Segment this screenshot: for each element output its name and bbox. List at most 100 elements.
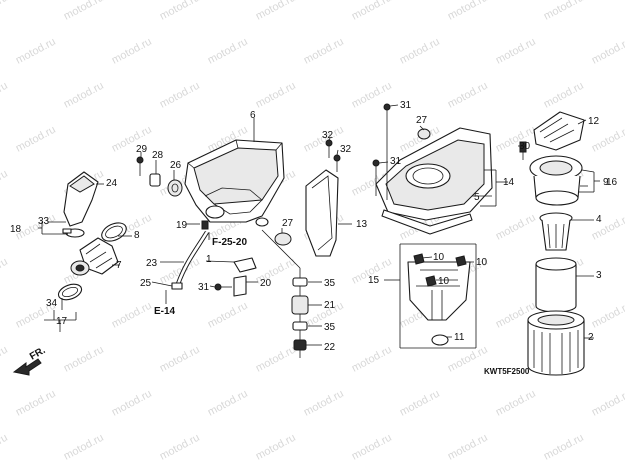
watermark-text: motod.ru: [254, 344, 298, 375]
watermark-text: motod.ru: [0, 168, 10, 199]
grommet-27-left: [274, 232, 292, 246]
watermark-text: motod.ru: [14, 124, 58, 155]
callout-7: 7: [116, 260, 122, 271]
watermark-text: motod.ru: [398, 388, 442, 419]
bracket-20: [233, 275, 247, 297]
watermark-text: motod.ru: [350, 0, 394, 23]
watermark-text: motod.ru: [0, 432, 10, 463]
grommet-27-right: [417, 128, 431, 140]
bolt-30: [519, 141, 527, 160]
callout-33: 33: [38, 216, 50, 227]
air-cleaner-case: [184, 139, 285, 227]
watermark-text: motod.ru: [110, 300, 154, 331]
callout-11: 11: [454, 332, 465, 343]
watermark-text: motod.ru: [542, 0, 586, 23]
callout-26: 26: [170, 160, 182, 171]
watermark-text: motod.ru: [62, 344, 106, 375]
diagram-code: KWT5F2500: [484, 367, 530, 376]
callout-13: 13: [356, 219, 368, 230]
watermark-text: motod.ru: [158, 344, 202, 375]
callout-3: 3: [596, 270, 602, 281]
watermark-text: motod.ru: [158, 432, 202, 463]
watermark-text: motod.ru: [398, 36, 442, 67]
watermark-text: motod.ru: [254, 80, 298, 111]
callout-12: 12: [588, 116, 600, 127]
watermark-text: motod.ru: [206, 36, 250, 67]
grommet-26: [167, 179, 183, 197]
drain-plug-stack: [291, 268, 309, 358]
callout-30: 30: [519, 141, 531, 152]
upper-housing: [375, 127, 493, 235]
watermark-text: motod.ru: [110, 36, 154, 67]
watermark-text: motod.ru: [62, 432, 106, 463]
watermark-text: motod.ru: [542, 432, 586, 463]
filter-screen: [539, 212, 573, 251]
callout-15: 15: [368, 275, 380, 286]
callout-8: 8: [134, 230, 140, 241]
callout-5: 5: [474, 192, 480, 203]
drain-tube: [175, 230, 209, 285]
leader-lines: [38, 104, 600, 349]
watermark-text: motod.ru: [0, 0, 10, 23]
watermark-text: motod.ru: [254, 0, 298, 23]
callout-21: 21: [324, 300, 336, 311]
clip-1: [233, 257, 257, 273]
callout-35: 35: [324, 322, 336, 333]
callout-27: 27: [416, 115, 428, 126]
watermark-text: motod.ru: [158, 80, 202, 111]
callout-9: 9: [603, 177, 609, 188]
side-cover: [305, 169, 339, 257]
watermark-text: motod.ru: [254, 432, 298, 463]
watermark-text: motod.ru: [542, 80, 586, 111]
watermark-text: motod.ru: [0, 344, 10, 375]
watermark-text: motod.ru: [446, 432, 490, 463]
clip-19: [201, 220, 209, 230]
watermark-text: motod.ru: [0, 80, 10, 111]
watermark-text: motod.ru: [494, 212, 538, 243]
callout-22: 22: [324, 342, 336, 353]
watermark-text: motod.ru: [446, 80, 490, 111]
watermark-text: motod.ru: [494, 124, 538, 155]
bolt-32-b: [333, 154, 341, 172]
bolt-32-a: [325, 139, 333, 158]
clip-10-b: [455, 255, 467, 267]
callout-18: 18: [10, 224, 22, 235]
watermark-text: motod.ru: [14, 388, 58, 419]
watermark-text: motod.ru: [590, 36, 625, 67]
callout-31: 31: [390, 156, 402, 167]
callout-25: 25: [140, 278, 152, 289]
snorkel-duct: [63, 171, 99, 227]
front-arrow: FR.: [12, 345, 48, 376]
callout-27: 27: [282, 218, 294, 229]
o-ring-11: [431, 334, 449, 346]
callout-10: 10: [476, 257, 488, 268]
watermark-text: motod.ru: [0, 256, 10, 287]
watermark-text: motod.ru: [206, 300, 250, 331]
callout-14: 14: [503, 177, 515, 188]
watermark-text: motod.ru: [350, 344, 394, 375]
watermark-text: motod.ru: [62, 0, 106, 23]
callout-20: 20: [260, 278, 272, 289]
callout-32: 32: [340, 144, 352, 155]
bolt-29: [136, 156, 144, 176]
callout-6: 6: [250, 110, 256, 121]
watermark-text: motod.ru: [302, 36, 346, 67]
main-filter: [527, 310, 585, 376]
connecting-tube: [70, 237, 119, 276]
band-clamp-34: [57, 283, 83, 301]
callout-19: 19: [176, 220, 188, 231]
ref-e-14: E-14: [154, 306, 176, 317]
callout-16: 16: [606, 177, 618, 188]
watermark-text: motod.ru: [158, 0, 202, 23]
callout-32: 32: [322, 130, 334, 141]
watermark-text: motod.ru: [446, 0, 490, 23]
watermark-text: motod.ru: [494, 388, 538, 419]
ref-f-25-20: F-25-20: [212, 237, 247, 248]
watermark-text: motod.ru: [350, 432, 394, 463]
intake-funnel: [529, 155, 583, 206]
callout-28: 28: [152, 150, 164, 161]
clip-25: [171, 282, 183, 290]
callout-4: 4: [596, 214, 602, 225]
clip-10-a: [413, 253, 425, 265]
